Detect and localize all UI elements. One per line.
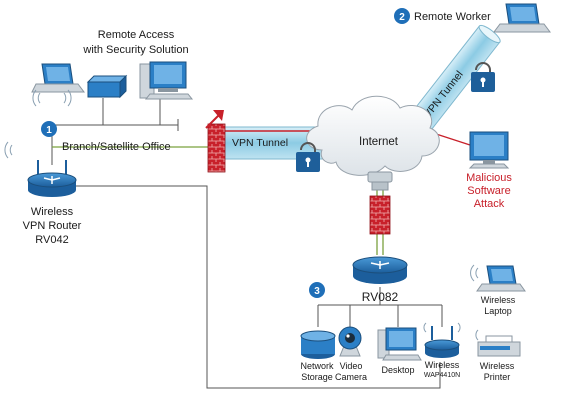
badge-3-number: 3 [314, 286, 320, 297]
remote-worker-label: Remote Worker [414, 11, 491, 23]
branch-laptop-icon [31, 63, 85, 93]
network-storage-label-1: Network [300, 361, 334, 371]
malicious-label-2: Software [467, 185, 510, 197]
wap-label-1: Wireless [425, 360, 460, 370]
malicious-attack-labels: Malicious Software Attack [466, 172, 512, 210]
malicious-monitor-icon [468, 131, 510, 169]
badge-3: 3 [309, 282, 325, 298]
malicious-label-3: Attack [474, 198, 505, 210]
firewall-left-icon [207, 123, 226, 173]
wireless-laptop-icon [470, 264, 526, 292]
labels: Remote Access with Security Solution Bra… [23, 11, 516, 382]
vpn-tunnel-left-label: VPN Tunnel [232, 137, 288, 149]
remote-access-label-2: with Security Solution [82, 44, 188, 56]
branch-laptop-wifi-icon [32, 89, 72, 107]
rv082-router-icon [352, 256, 408, 284]
wap4410n-icon [423, 322, 461, 358]
video-camera-label-1: Video [340, 361, 363, 371]
wireless-laptop-label-2: Laptop [484, 306, 512, 316]
badge-2-number: 2 [399, 12, 405, 23]
firewall-rv082-icon [369, 195, 391, 235]
wireless-printer-icon [475, 329, 521, 357]
badge-1-number: 1 [46, 125, 52, 136]
internet-label: Internet [359, 136, 399, 148]
rv042-label-1: Wireless [31, 206, 74, 218]
rv082-label: RV082 [362, 290, 399, 304]
wireless-laptop-label-1: Wireless [481, 295, 516, 305]
attack-arrow-icon [205, 110, 224, 129]
malicious-label-1: Malicious [466, 172, 512, 184]
internet-ingress-connector [367, 171, 393, 191]
wap-label-2: WAP4410N [424, 372, 460, 379]
rv042-router-icon [4, 141, 77, 197]
badge-2: 2 [394, 8, 410, 24]
branch-office-label: Branch/Satellite Office [62, 141, 171, 153]
network-storage-icon [300, 330, 336, 359]
remote-worker-laptop-icon [493, 3, 551, 33]
security-appliance-icon [86, 74, 128, 99]
network-storage-label-2: Storage [301, 372, 333, 382]
lock-icon-left [296, 142, 320, 172]
wireless-printer-label-2: Printer [484, 372, 511, 382]
internet-cloud: Internet [306, 95, 440, 176]
desktop-icon [377, 327, 422, 361]
lock-icon-right [471, 62, 495, 92]
remote-access-label-1: Remote Access [98, 29, 175, 41]
branch-desktop-icon [139, 61, 194, 100]
rv042-label-3: RV042 [35, 234, 68, 246]
video-camera-icon [338, 326, 362, 357]
video-camera-label-2: Camera [335, 372, 367, 382]
desktop-label: Desktop [381, 365, 414, 375]
rv042-to-rv082-lan-link [72, 185, 441, 389]
badge-1: 1 [41, 121, 57, 137]
rv042-label-2: VPN Router [23, 220, 82, 232]
wireless-printer-label-1: Wireless [480, 361, 515, 371]
